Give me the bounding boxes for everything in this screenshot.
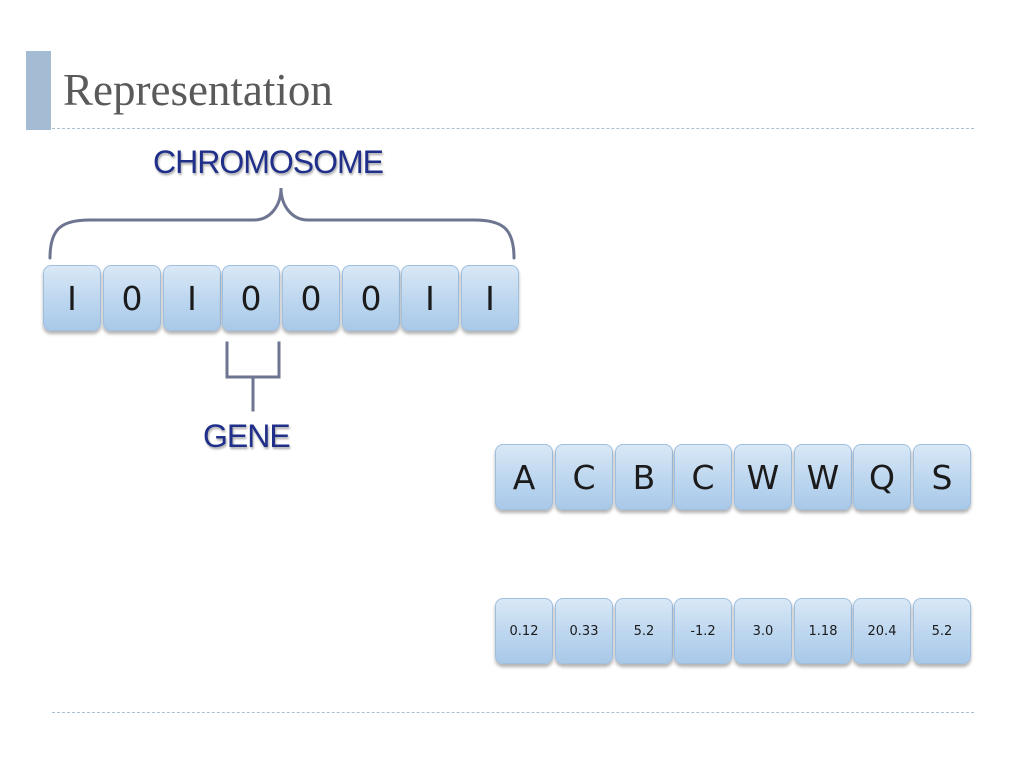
footer-divider <box>52 712 974 713</box>
gene-cell: I <box>43 265 101 331</box>
gene-cell: Q <box>853 444 911 510</box>
gene-cell: 0.33 <box>555 598 613 664</box>
gene-cell: C <box>555 444 613 510</box>
title-accent-bar <box>26 51 51 130</box>
gene-cell: 0 <box>342 265 400 331</box>
gene-cell: C <box>674 444 732 510</box>
gene-bracket <box>225 341 281 412</box>
gene-cell: 0 <box>282 265 340 331</box>
gene-cell: A <box>495 444 553 510</box>
gene-cell: 0 <box>222 265 280 331</box>
slide-title: Representation <box>63 65 333 115</box>
gene-label: GENE <box>203 418 291 454</box>
gene-cell: I <box>401 265 459 331</box>
gene-cell: I <box>163 265 221 331</box>
gene-cell: 3.0 <box>734 598 792 664</box>
chromosome-brace <box>48 187 516 260</box>
gene-cell: I <box>461 265 519 331</box>
gene-cell: B <box>615 444 673 510</box>
gene-cell: 20.4 <box>853 598 911 664</box>
gene-cell: W <box>734 444 792 510</box>
gene-cell: W <box>794 444 852 510</box>
gene-cell: 0.12 <box>495 598 553 664</box>
chromosome-label: CHROMOSOME <box>153 144 384 180</box>
gene-cell: -1.2 <box>674 598 732 664</box>
gene-cell: 5.2 <box>913 598 971 664</box>
gene-cell: S <box>913 444 971 510</box>
gene-cell: 0 <box>103 265 161 331</box>
gene-cell: 1.18 <box>794 598 852 664</box>
gene-cell: 5.2 <box>615 598 673 664</box>
title-divider <box>52 128 974 129</box>
